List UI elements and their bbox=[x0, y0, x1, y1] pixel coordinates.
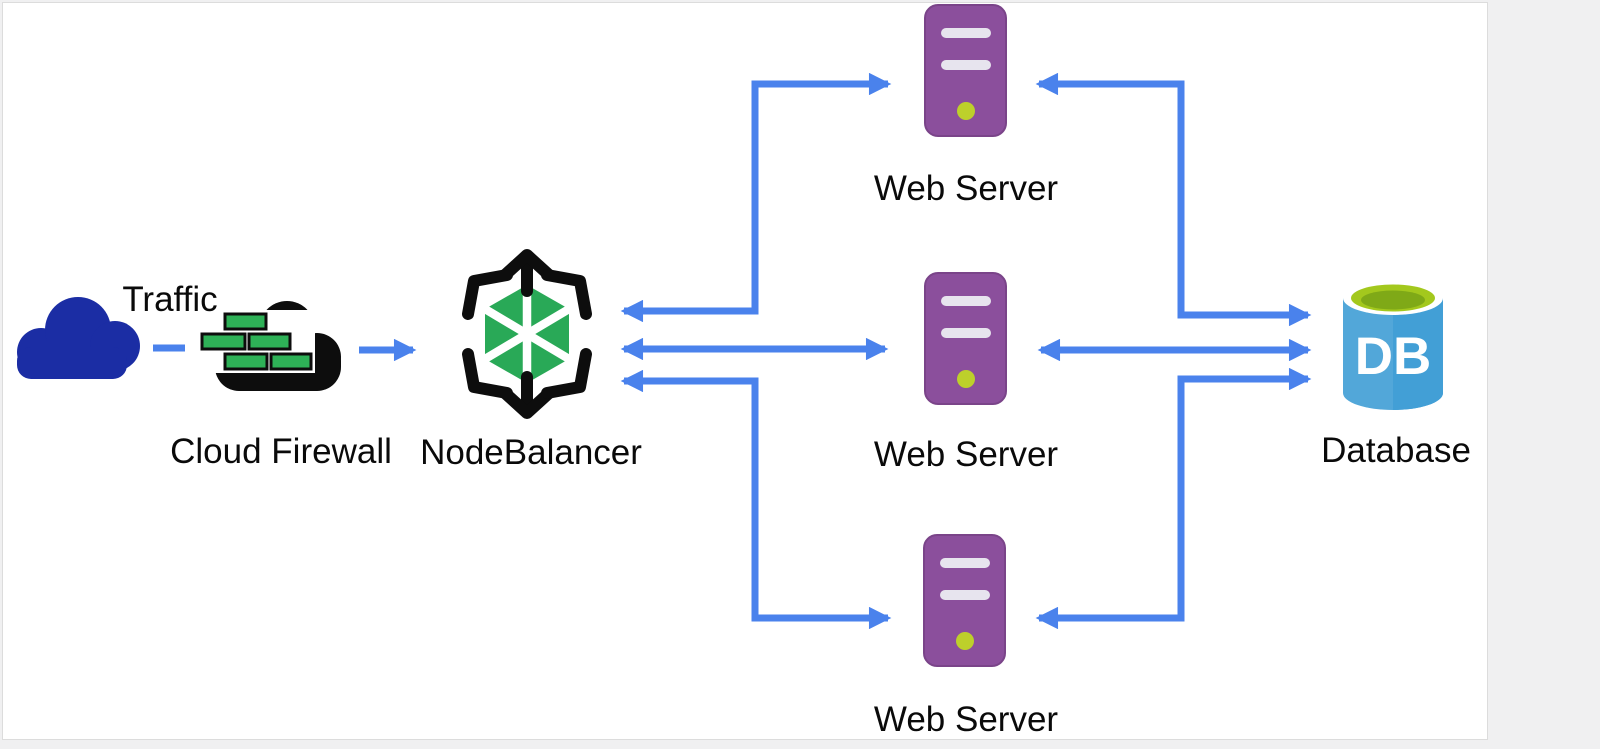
server-tower-icon-top bbox=[924, 4, 1007, 137]
connector-webserver1-database bbox=[1035, 72, 1312, 327]
db-badge-label: DB bbox=[1355, 327, 1432, 386]
label-web-server-top: Web Server bbox=[873, 168, 1059, 208]
connector-nodebalancer-webserver1 bbox=[620, 72, 892, 323]
label-database: Database bbox=[1321, 430, 1471, 470]
firewall-brick-cloud-icon bbox=[199, 301, 341, 391]
server-tower-icon-middle bbox=[924, 272, 1007, 405]
label-nodebalancer: NodeBalancer bbox=[420, 432, 642, 472]
diagram-canvas: DB Traffic Cloud Firewall NodeBalancer W… bbox=[2, 2, 1488, 740]
hexagon-arrows-icon bbox=[462, 249, 592, 419]
connectors bbox=[153, 72, 1312, 630]
server-tower-icon-bottom bbox=[923, 534, 1006, 667]
connector-webserver3-database bbox=[1035, 367, 1312, 630]
label-cloud-firewall: Cloud Firewall bbox=[170, 431, 392, 471]
label-traffic: Traffic bbox=[122, 279, 218, 319]
connector-nodebalancer-webserver3 bbox=[620, 369, 892, 630]
architecture-diagram: DB bbox=[17, 4, 1443, 667]
database-cylinder-icon: DB bbox=[1343, 281, 1443, 410]
firewall-bricks bbox=[200, 312, 313, 371]
label-web-server-middle: Web Server bbox=[873, 434, 1059, 474]
cloud-icon bbox=[17, 297, 140, 379]
label-web-server-bottom: Web Server bbox=[873, 699, 1059, 739]
